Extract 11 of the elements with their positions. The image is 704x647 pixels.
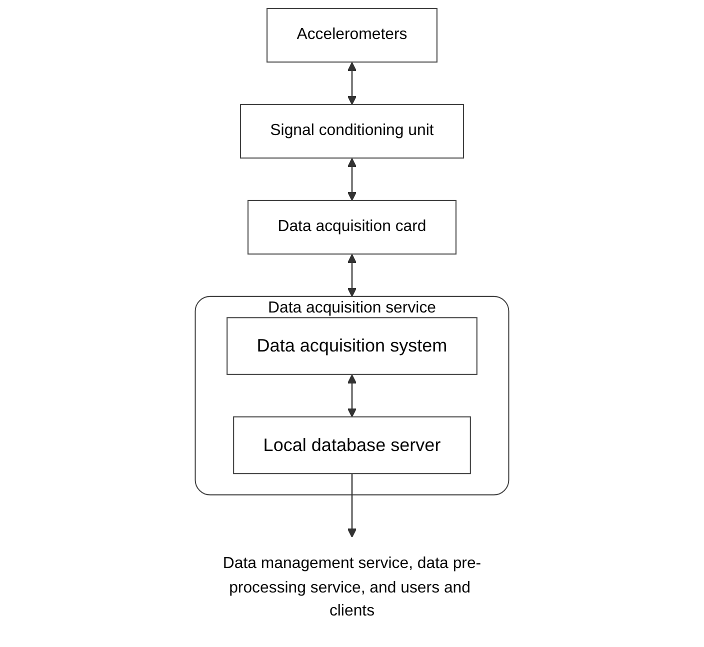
- node-box: Local database server: [233, 416, 471, 474]
- arrow: [347, 62, 357, 105]
- node-box: Accelerometers: [266, 8, 438, 63]
- node-box: Data acquisition card: [247, 200, 457, 255]
- arrow: [347, 474, 357, 538]
- node-box: Data acquisition system: [226, 317, 478, 375]
- node-text: Data management service, data pre-processing service, and users and clients: [222, 554, 482, 620]
- arrow: [347, 374, 357, 418]
- arrow: [347, 158, 357, 201]
- arrow: [347, 254, 357, 297]
- node-box: Signal conditioning unit: [240, 104, 464, 159]
